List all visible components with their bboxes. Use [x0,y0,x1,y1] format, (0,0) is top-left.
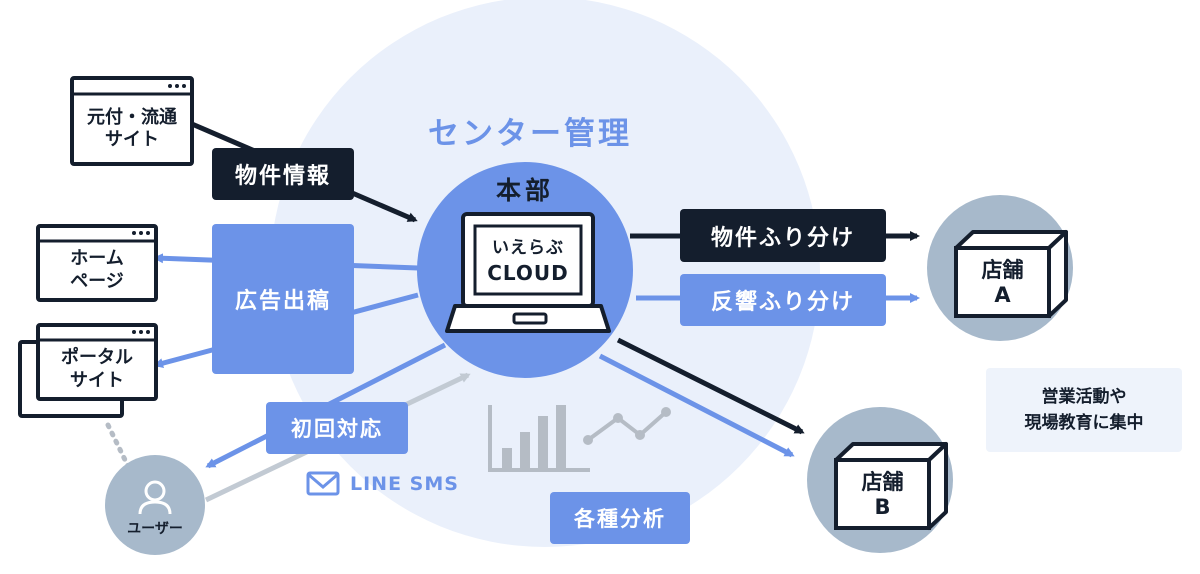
store-b-line2: B [874,495,891,519]
hq-label: 本部 [495,176,554,205]
homepage-label: ホーム ページ [40,243,154,298]
motozuke-site-label: 元付・流通 サイト [74,96,190,162]
portal-site-label: ポータル サイト [40,342,154,397]
arrow-response-dispatch-b [598,353,795,458]
property-dispatch-label: 物件ふり分け [680,209,886,262]
arrow-property-dispatch-b [616,337,805,435]
focus-note: 営業活動や 現場教育に集中 [986,368,1182,452]
store-b-line1: 店舗 [861,469,904,494]
product-name: CLOUD [487,261,569,285]
store-b-node [807,407,953,553]
property-info-label: 物件情報 [212,148,354,200]
focus-note-line2: 現場教育に集中 [1024,413,1144,433]
portal-line2: サイト [70,369,124,391]
first-response-label: 初回対応 [266,402,408,454]
mail-icon [306,471,340,496]
response-dispatch-label: 反響ふり分け [680,274,886,326]
center-management-title: センター管理 [428,115,632,152]
portal-window [18,323,158,418]
motozuke-line1: 元付・流通 [87,106,177,128]
analytics-chart-icon [488,405,671,472]
store-a-line2: A [994,283,1011,307]
ad-posting-label: 広告出稿 [212,224,354,374]
portal-line1: ポータル [61,347,133,368]
logo-text: いえらぶ [492,237,564,258]
store-a-label: 店舗 A [958,252,1047,314]
analysis-label: 各種分析 [550,492,690,544]
user-icon [138,480,172,515]
focus-note-line1: 営業活動や [1041,386,1127,407]
store-b-label: 店舗 B [838,464,927,526]
store-b-box-icon [834,442,948,530]
motozuke-line2: サイト [105,129,159,150]
homepage-window [36,224,158,302]
store-a-line1: 店舗 [981,257,1024,282]
motozuke-window [70,76,194,166]
line-sms-label: LINE SMS [350,473,459,495]
store-a-box-icon [954,230,1068,318]
laptop-icon [445,212,611,333]
store-a-node [927,195,1073,341]
user-label: ユーザー [127,521,183,537]
homepage-line1: ホーム [70,248,124,269]
homepage-line2: ページ [70,270,124,292]
user-node [105,455,205,555]
dotted-portal-user [105,422,131,469]
